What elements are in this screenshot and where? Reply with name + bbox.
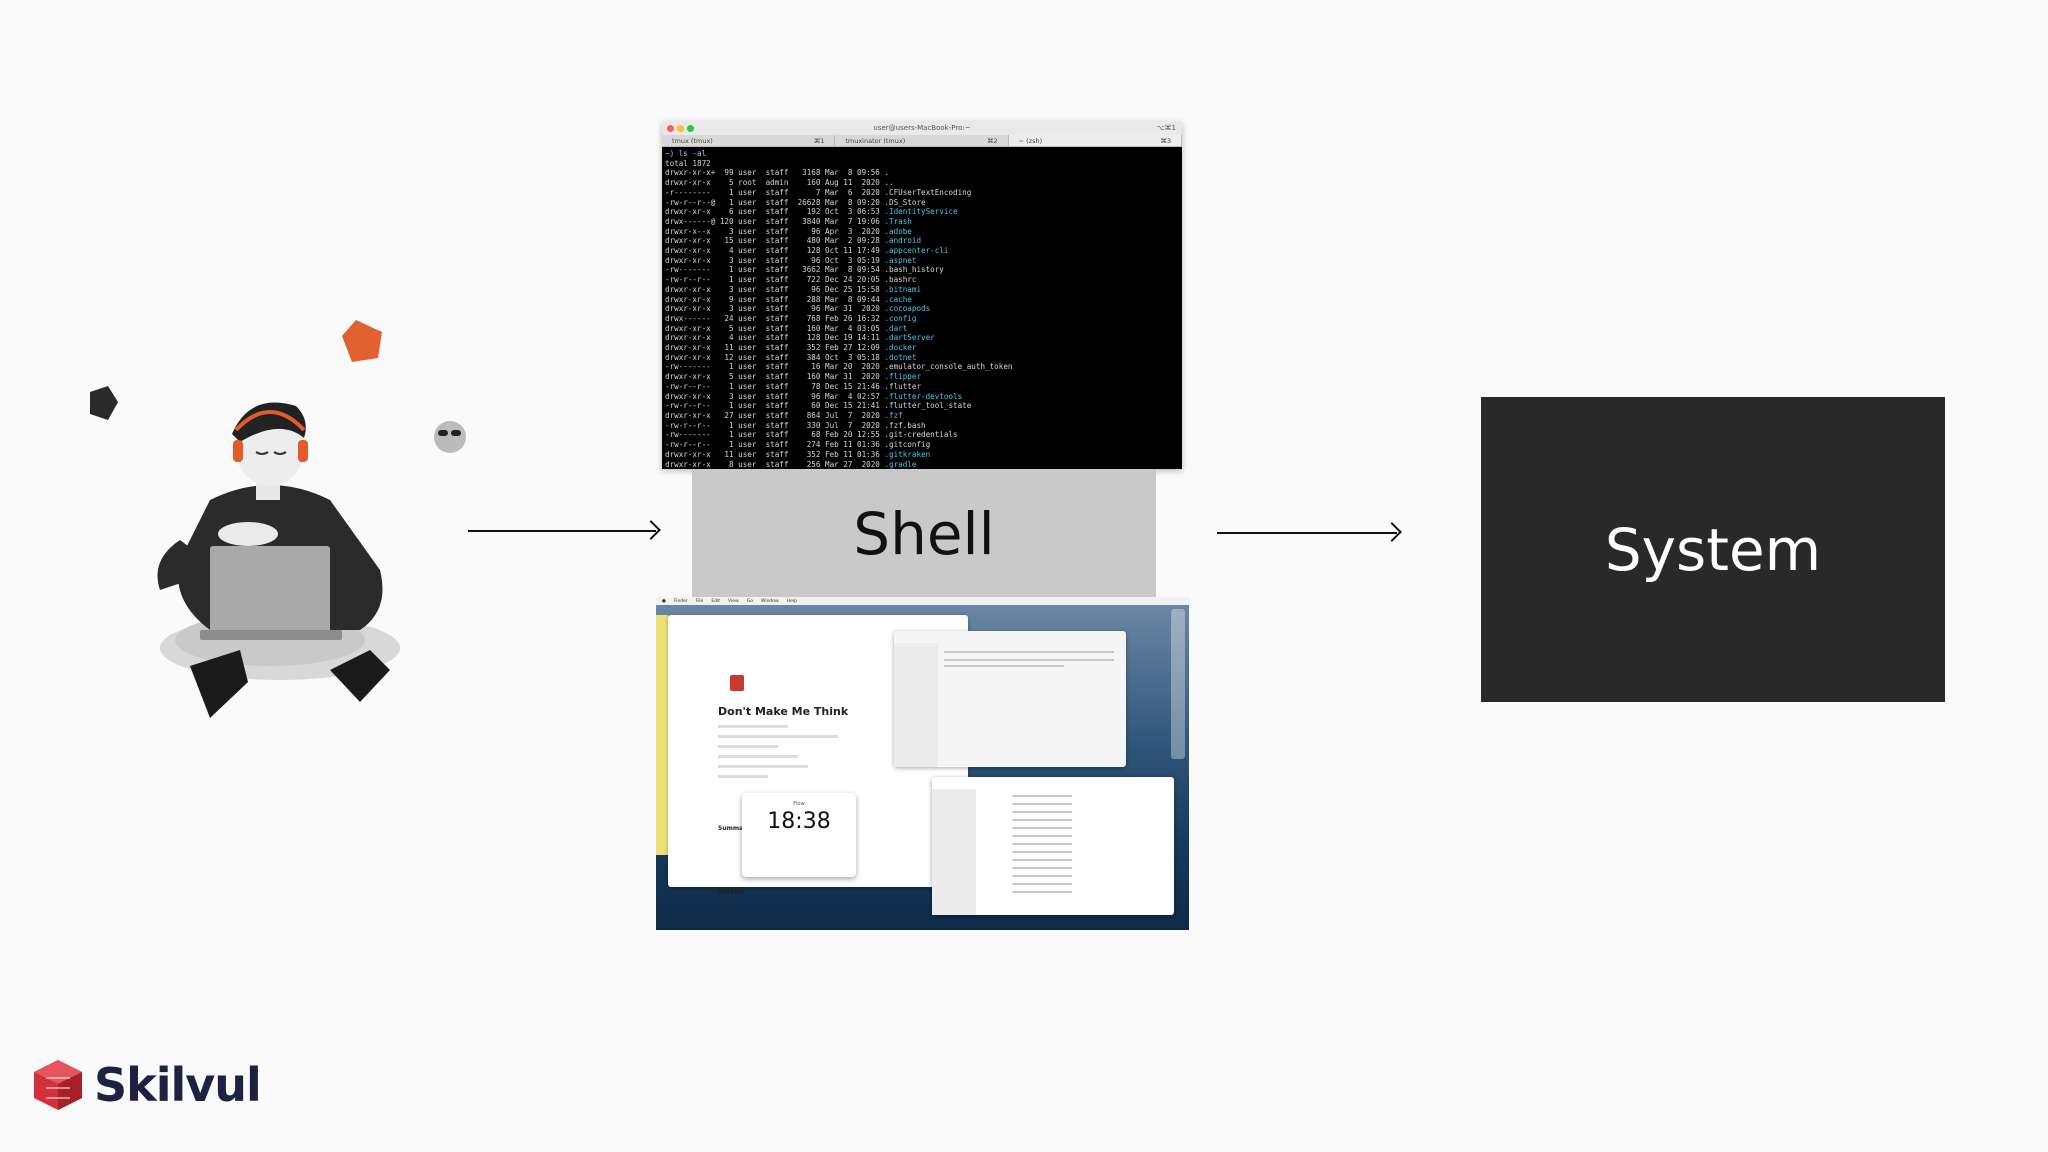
- timer-label: Flow: [793, 801, 805, 807]
- terminal-line: drwxr-xr-x 12 user staff 384 Oct 3 05:18…: [665, 352, 917, 362]
- skilvul-logo: Skilvul: [32, 1058, 262, 1112]
- orange-cube-icon: [342, 320, 382, 362]
- shell-box: Shell: [692, 469, 1156, 599]
- terminal-tab[interactable]: tmuxinator (tmux)⌘2: [835, 135, 1009, 146]
- terminal-line: -rw-r--r-- 1 user staff 60 Dec 15 21:41 …: [665, 401, 972, 411]
- terminal-line: -rw-r--r-- 1 user staff 274 Feb 11 01:36…: [665, 440, 931, 450]
- shell-label: Shell: [853, 500, 995, 568]
- menu-item: Help: [786, 598, 797, 604]
- terminal-tab[interactable]: ~ (zsh)⌘3: [1008, 135, 1182, 146]
- menu-bar: ● Finder File Edit View Go Window Help: [656, 597, 1189, 605]
- system-box: System: [1481, 397, 1945, 702]
- person-with-laptop-illustration: [90, 320, 466, 718]
- terminal-line: -rw------- 1 user staff 16 Mar 20 2020 .…: [665, 362, 1013, 372]
- terminal-line: drwxr-xr-x 5 root admin 160 Aug 11 2020 …: [665, 178, 894, 188]
- terminal-line: drwxr-xr-x 4 user staff 128 Oct 11 17:49…: [665, 246, 949, 256]
- terminal-line: drwxr-xr-x 4 user staff 128 Dec 19 14:11…: [665, 333, 935, 343]
- menu-item: Edit: [711, 598, 721, 604]
- terminal-line: drwxr-xr-x+ 99 user staff 3168 Mar 8 09:…: [665, 168, 890, 178]
- terminal-line: drwxr-xr-x 3 user staff 96 Mar 4 02:57 .…: [665, 391, 963, 401]
- finder-window: [894, 631, 1126, 767]
- terminal-window: user@users-MacBook-Pro:~ ⌥⌘1 tmux (tmux)…: [662, 121, 1182, 469]
- notion-notes-heading: Notes: [718, 887, 745, 896]
- terminal-line: drwxr-xr-x 8 user staff 256 Mar 27 2020 …: [665, 459, 917, 469]
- terminal-tab[interactable]: tmux (tmux)⌘1: [662, 135, 836, 146]
- notion-page-title: Don't Make Me Think: [718, 705, 849, 718]
- terminal-line: drwxr-xr-x 27 user staff 864 Jul 7 2020 …: [665, 410, 903, 420]
- terminal-line: drwxr-x--x 3 user staff 96 Apr 3 2020 .a…: [665, 226, 912, 236]
- timer-time: 18:38: [767, 809, 831, 834]
- finder-window: [932, 777, 1174, 915]
- desktop-screenshot: ● Finder File Edit View Go Window Help D…: [656, 597, 1189, 930]
- flow-timer-widget: Flow 18:38: [742, 793, 856, 877]
- terminal-line: total 1872: [665, 158, 711, 168]
- terminal-line: drwxr-xr-x 9 user staff 288 Mar 8 09:44 …: [665, 294, 912, 304]
- arrow-to-shell: [468, 530, 656, 532]
- dock: [1171, 609, 1185, 759]
- zoom-dot-icon: [687, 124, 694, 132]
- terminal-shortcut: ⌥⌘1: [1156, 124, 1176, 132]
- apple-icon: ●: [662, 598, 666, 604]
- arrow-to-system: [1217, 532, 1397, 534]
- sticky-note: [656, 615, 668, 855]
- terminal-line: ~) ls -al: [665, 149, 707, 158]
- menu-item: Go: [746, 598, 753, 604]
- notion-summary-heading: Summary: [718, 825, 751, 832]
- terminal-line: -rw-r--r--@ 1 user staff 26628 Mar 8 09:…: [665, 197, 926, 207]
- terminal-title: user@users-MacBook-Pro:~: [873, 124, 971, 132]
- terminal-line: drwxr-xr-x 5 user staff 160 Mar 4 03:05 …: [665, 323, 908, 333]
- close-dot-icon: [667, 124, 674, 132]
- terminal-line: -rw------- 1 user staff 3662 Mar 8 09:54…: [665, 265, 944, 275]
- terminal-line: -rw-r--r-- 1 user staff 722 Dec 24 20:05…: [665, 275, 917, 285]
- terminal-line: drwx------@ 120 user staff 3840 Mar 7 19…: [665, 216, 912, 226]
- terminal-line: -r-------- 1 user staff 7 Mar 6 2020 .CF…: [665, 187, 972, 197]
- terminal-line: drwxr-xr-x 6 user staff 192 Oct 3 06:53 …: [665, 207, 958, 217]
- skilvul-logo-text: Skilvul: [94, 1058, 262, 1112]
- skilvul-logo-icon: [34, 1060, 82, 1110]
- terminal-line: drwxr-xr-x 3 user staff 96 Dec 25 15:58 …: [665, 284, 922, 294]
- menu-item: Finder: [673, 598, 688, 604]
- terminal-line: drwxr-xr-x 3 user staff 96 Oct 3 05:19 .…: [665, 255, 917, 265]
- terminal-line: drwxr-xr-x 3 user staff 96 Mar 31 2020 .…: [665, 304, 931, 314]
- book-icon: [730, 675, 744, 691]
- terminal-tabs: tmux (tmux)⌘1 tmuxinator (tmux)⌘2 ~ (zsh…: [662, 135, 1182, 147]
- minimize-dot-icon: [677, 124, 684, 132]
- terminal-line: drwxr-xr-x 11 user staff 352 Feb 11 01:3…: [665, 449, 931, 459]
- menu-item: View: [728, 598, 739, 604]
- terminal-line: drwxr-xr-x 15 user staff 480 Mar 2 09:28…: [665, 236, 922, 246]
- terminal-line: -rw-r--r-- 1 user staff 330 Jul 7 2020 .…: [665, 420, 926, 430]
- system-label: System: [1604, 515, 1822, 584]
- terminal-line: drwxr-xr-x 5 user staff 160 Mar 31 2020 …: [665, 372, 922, 382]
- black-polyhedron-icon: [90, 386, 118, 420]
- menu-item: File: [695, 598, 704, 604]
- terminal-line: -rw-r--r-- 1 user staff 78 Dec 15 21:46 …: [665, 381, 922, 391]
- terminal-titlebar: user@users-MacBook-Pro:~ ⌥⌘1: [662, 121, 1182, 135]
- terminal-line: drwx------ 24 user staff 768 Feb 26 16:3…: [665, 313, 917, 323]
- sunglasses-emoji-icon: [434, 421, 466, 453]
- menu-item: Window: [760, 598, 779, 604]
- terminal-line: -rw------- 1 user staff 68 Feb 20 12:55 …: [665, 430, 958, 440]
- terminal-line: drwxr-xr-x 11 user staff 352 Feb 27 12:0…: [665, 343, 917, 353]
